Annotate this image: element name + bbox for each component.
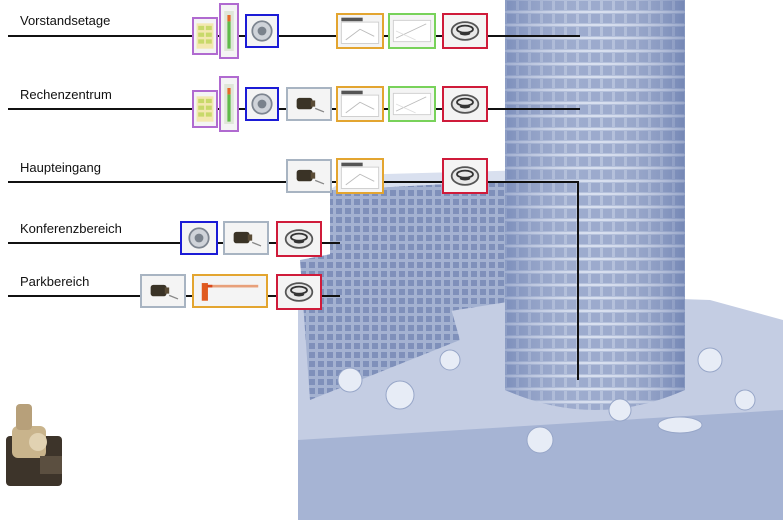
screen-icon <box>392 19 432 43</box>
bullet-camera-icon <box>150 284 179 300</box>
device-bullet-camera[interactable] <box>140 274 186 308</box>
zone-label-konferenzbereich: Konferenzbereich <box>20 221 122 236</box>
screen-icon <box>340 162 380 189</box>
device-dome-camera[interactable] <box>245 87 279 121</box>
device-software-screen[interactable] <box>336 86 384 122</box>
level-meter-icon <box>224 84 234 124</box>
device-monitoring-screen[interactable] <box>388 13 436 49</box>
security-robot-image <box>6 404 62 486</box>
smoke-detector-icon <box>450 21 480 41</box>
control-panel-icon <box>196 96 214 122</box>
device-access-control-panel[interactable] <box>192 17 218 55</box>
screen-icon <box>340 90 380 117</box>
device-bullet-camera[interactable] <box>286 87 332 121</box>
smoke-detector-icon <box>284 229 314 249</box>
dome-camera-icon <box>188 227 210 249</box>
device-dome-camera[interactable] <box>245 14 279 48</box>
zone-label-rechenzentrum: Rechenzentrum <box>20 87 112 102</box>
smoke-detector-icon <box>450 166 480 186</box>
device-access-control-meter[interactable] <box>219 76 239 132</box>
device-dome-camera[interactable] <box>180 221 218 255</box>
building-illustration <box>298 0 783 520</box>
zone-connector-haupteingang <box>577 181 579 380</box>
screen-icon <box>392 92 432 116</box>
bullet-camera-icon <box>233 231 262 247</box>
device-smoke-detector[interactable] <box>276 274 322 310</box>
smoke-detector-icon <box>284 282 314 302</box>
bullet-camera-icon <box>296 169 325 185</box>
device-smoke-detector[interactable] <box>442 86 488 122</box>
zone-line-vorstandsetage <box>8 35 580 37</box>
device-smoke-detector[interactable] <box>276 221 322 257</box>
device-barrier-gate[interactable] <box>192 274 268 308</box>
smoke-detector-icon <box>450 94 480 114</box>
device-software-screen[interactable] <box>336 158 384 194</box>
device-software-screen[interactable] <box>336 13 384 49</box>
zone-line-konferenzbereich <box>8 242 340 244</box>
bullet-camera-icon <box>296 97 325 113</box>
device-monitoring-screen[interactable] <box>388 86 436 122</box>
device-smoke-detector[interactable] <box>442 13 488 49</box>
device-bullet-camera[interactable] <box>286 159 332 193</box>
device-bullet-camera[interactable] <box>223 221 269 255</box>
dome-camera-icon <box>251 93 273 115</box>
zone-label-vorstandsetage: Vorstandsetage <box>20 13 111 28</box>
device-access-control-meter[interactable] <box>219 3 239 59</box>
device-access-control-panel[interactable] <box>192 90 218 128</box>
zone-label-parkbereich: Parkbereich <box>20 274 90 289</box>
dome-camera-icon <box>251 20 273 42</box>
barrier-gate-icon <box>201 283 259 301</box>
device-smoke-detector[interactable] <box>442 158 488 194</box>
level-meter-icon <box>224 11 234 51</box>
screen-icon <box>340 17 380 44</box>
zone-label-haupteingang: Haupteingang <box>20 160 101 175</box>
control-panel-icon <box>196 23 214 49</box>
